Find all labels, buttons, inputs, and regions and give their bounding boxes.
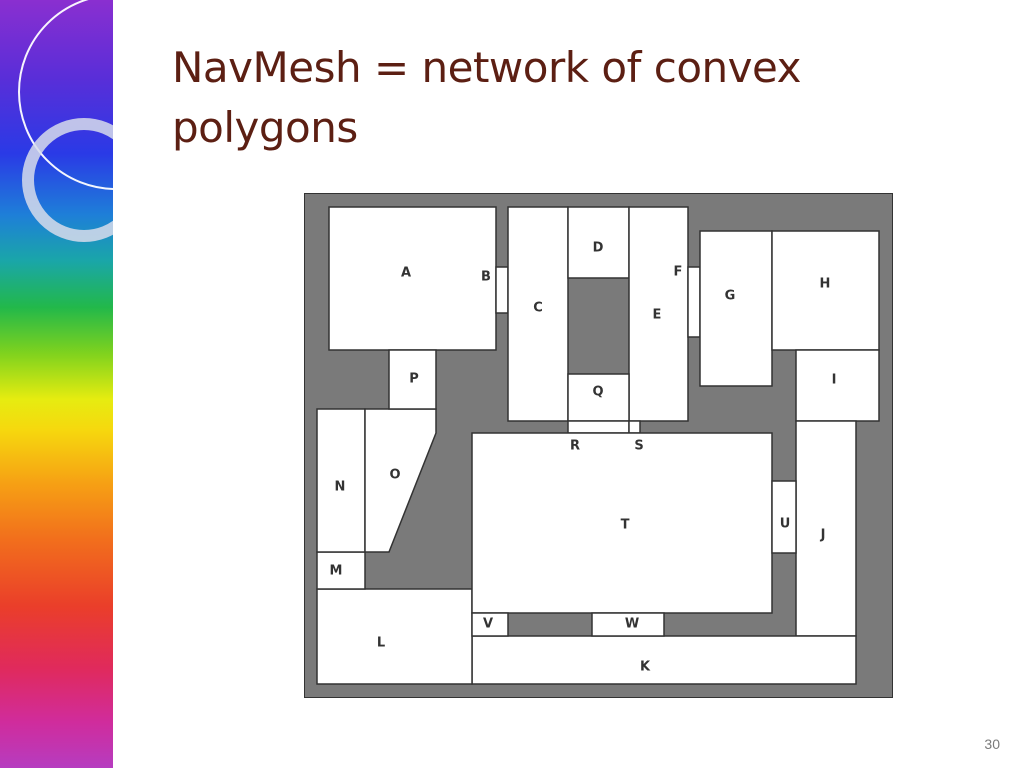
label-w: W bbox=[625, 617, 639, 632]
polygon-e bbox=[628, 206, 689, 422]
polygon-b bbox=[495, 266, 509, 314]
polygon-w bbox=[591, 612, 665, 637]
polygon-k bbox=[471, 635, 857, 685]
polygon-r bbox=[567, 420, 630, 434]
label-d: D bbox=[593, 241, 604, 256]
label-k: K bbox=[640, 660, 651, 675]
label-b: B bbox=[481, 270, 491, 285]
polygon-i bbox=[795, 349, 880, 422]
label-l: L bbox=[377, 636, 385, 651]
polygon-a bbox=[328, 206, 497, 351]
label-f: F bbox=[674, 265, 683, 280]
label-h: H bbox=[820, 277, 831, 292]
label-g: G bbox=[725, 289, 736, 304]
polygon-s bbox=[628, 420, 641, 434]
label-t: T bbox=[621, 518, 630, 533]
navmesh-svg: A B C D E F G H I J K L M N O P Q R S T … bbox=[304, 193, 893, 698]
label-o: O bbox=[389, 468, 400, 483]
navmesh-diagram: A B C D E F G H I J K L M N O P Q R S T … bbox=[304, 193, 893, 698]
rainbow-sidebar bbox=[0, 0, 113, 768]
polygon-q bbox=[567, 373, 630, 422]
label-p: P bbox=[409, 372, 419, 387]
label-i: I bbox=[832, 373, 837, 388]
label-r: R bbox=[570, 439, 580, 454]
label-a: A bbox=[401, 266, 411, 281]
label-c: C bbox=[533, 301, 543, 316]
polygon-h bbox=[771, 230, 880, 351]
label-s: S bbox=[634, 439, 643, 454]
page-number: 30 bbox=[984, 736, 1000, 752]
polygon-t bbox=[471, 432, 773, 614]
label-v: V bbox=[483, 617, 493, 632]
slide-title: NavMesh = network of convex polygons bbox=[172, 43, 801, 152]
polygon-m bbox=[316, 551, 366, 590]
polygon-v bbox=[471, 612, 509, 637]
label-u: U bbox=[780, 517, 791, 532]
label-j: J bbox=[820, 528, 826, 543]
label-n: N bbox=[335, 480, 346, 495]
polygon-l bbox=[316, 588, 473, 685]
polygon-j bbox=[795, 420, 857, 637]
polygon-u bbox=[771, 480, 797, 554]
label-e: E bbox=[653, 308, 662, 323]
polygon-g bbox=[699, 230, 773, 387]
polygon-f bbox=[687, 266, 701, 338]
polygon-c bbox=[507, 206, 569, 422]
polygon-n bbox=[316, 408, 366, 553]
label-q: Q bbox=[592, 385, 603, 400]
polygon-p bbox=[388, 349, 437, 410]
label-m: M bbox=[330, 564, 343, 579]
